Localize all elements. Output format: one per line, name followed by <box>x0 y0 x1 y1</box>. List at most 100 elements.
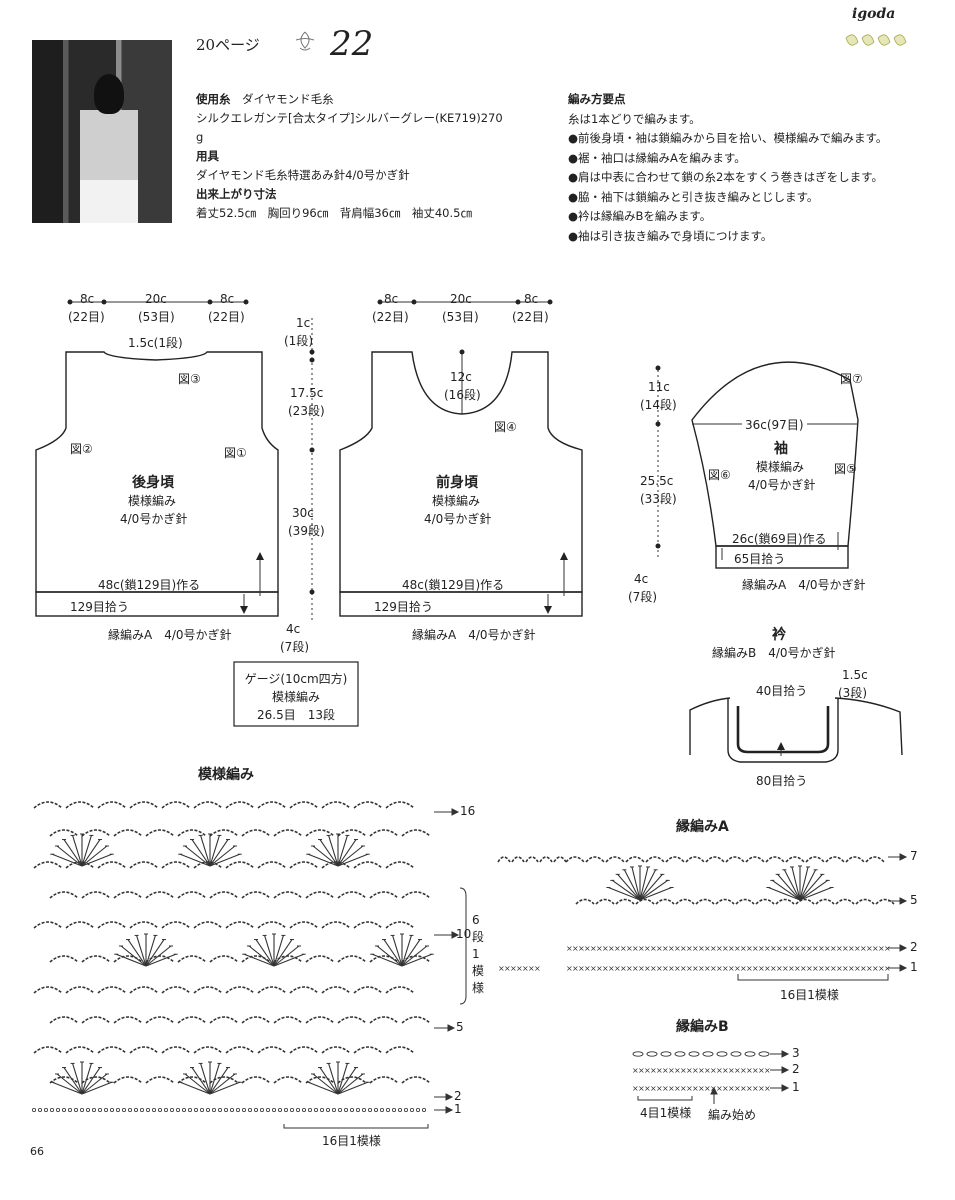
svg-text:×: × <box>788 964 795 973</box>
svg-text:×: × <box>716 1084 723 1093</box>
front-width-right: 8c <box>524 292 539 306</box>
svg-text:×: × <box>686 1066 693 1075</box>
svg-text:×: × <box>656 1084 663 1093</box>
svg-text:×: × <box>842 964 849 973</box>
svg-text:×: × <box>812 964 819 973</box>
sleeve-length-rows: (33段) <box>640 492 677 506</box>
front-neck-depth: 12c <box>450 370 472 384</box>
edging-a-row-label: 2 <box>910 940 918 954</box>
sleeve-pickup-label: 65目拾う <box>734 552 786 566</box>
sleeve-cuff-rows: (7段) <box>628 590 657 604</box>
instructions-heading: 編み方要点 <box>568 92 626 106</box>
sleeve-top-width: 36c(97目) <box>742 416 807 433</box>
svg-text:×: × <box>716 964 723 973</box>
svg-text:×: × <box>614 944 621 953</box>
svg-text:×: × <box>722 944 729 953</box>
front-chain-label: 48c(鎖129目)作る <box>402 578 505 592</box>
svg-text:×: × <box>584 944 591 953</box>
svg-text:×: × <box>632 964 639 973</box>
svg-text:×: × <box>686 944 693 953</box>
height-1-rows: (1段) <box>284 334 313 348</box>
svg-text:×: × <box>860 964 867 973</box>
svg-text:×: × <box>566 964 573 973</box>
svg-text:×: × <box>638 944 645 953</box>
instruction-line: ●袖は引き抜き編みで身頃につけます。 <box>568 228 773 243</box>
svg-text:×: × <box>740 964 747 973</box>
page-reference: 20ページ <box>196 36 260 54</box>
svg-text:×: × <box>800 944 807 953</box>
svg-text:×: × <box>620 944 627 953</box>
tools-heading: 用具 <box>196 149 219 163</box>
svg-text:×: × <box>578 944 585 953</box>
instruction-line: ●前後身頃・袖は鎖編みから目を拾い、模様編みで編みます。 <box>568 131 888 145</box>
svg-text:×: × <box>836 944 843 953</box>
edging-a-row-label: 7 <box>910 849 918 863</box>
sleeve-cap-height: 11c <box>648 380 670 394</box>
svg-text:×: × <box>680 964 687 973</box>
back-fig3-label: 図③ <box>178 372 201 386</box>
yarn-detail: シルクエレガンテ[合太タイプ]シルバーグレー(KE719)270 <box>196 111 503 125</box>
instructions-block: 編み方要点 糸は1本どりで編みます。 ●前後身頃・袖は鎖編みから目を拾い、模様編… <box>568 90 928 246</box>
svg-text:×: × <box>644 1084 651 1093</box>
svg-text:×: × <box>716 944 723 953</box>
svg-text:×: × <box>746 964 753 973</box>
svg-text:×: × <box>668 944 675 953</box>
main-chart-stitch-repeat: 16目1模様 <box>322 1134 381 1148</box>
sleeve-fig5-label: 図⑤ <box>834 462 857 476</box>
height-2: 17.5c <box>290 386 324 400</box>
collar-bottom-pickup: 80目拾う <box>756 774 808 788</box>
svg-text:×: × <box>510 964 517 973</box>
main-chart-row-label: 1 <box>454 1102 462 1116</box>
svg-text:×: × <box>686 1084 693 1093</box>
height-3: 30c <box>292 506 314 520</box>
yarn-unit: g <box>196 130 204 144</box>
svg-text:×: × <box>722 964 729 973</box>
collar-inner <box>736 706 830 754</box>
sleeve-edging-label: 縁編みA 4/0号かぎ針 <box>742 578 866 592</box>
butterfly-ornament-icon <box>845 34 907 46</box>
collar-edging-label: 縁編みB 4/0号かぎ針 <box>712 646 836 660</box>
svg-text:×: × <box>758 944 765 953</box>
back-neck-depth: 1.5c(1段) <box>128 336 183 350</box>
svg-text:×: × <box>632 944 639 953</box>
svg-text:×: × <box>794 964 801 973</box>
tools-detail: ダイヤモンド毛糸特選あみ針4/0号かぎ針 <box>196 168 410 182</box>
svg-text:×: × <box>698 964 705 973</box>
svg-text:×: × <box>638 1066 645 1075</box>
svg-text:×: × <box>656 964 663 973</box>
svg-text:×: × <box>794 944 801 953</box>
svg-text:×: × <box>722 1084 729 1093</box>
instruction-line: ●衿は縁編みBを編みます。 <box>568 209 712 223</box>
back-fig1-label: 図① <box>224 446 247 460</box>
svg-text:×: × <box>758 964 765 973</box>
svg-text:×: × <box>776 964 783 973</box>
svg-text:×: × <box>836 964 843 973</box>
svg-text:×: × <box>650 964 657 973</box>
svg-text:×: × <box>590 944 597 953</box>
svg-text:×: × <box>710 1066 717 1075</box>
pattern-number: 22 <box>330 24 374 64</box>
instruction-line: ●脇・袖下は鎖編みと引き抜き編みとじします。 <box>568 189 819 204</box>
svg-text:×: × <box>686 964 693 973</box>
size-detail: 着丈52.5㎝ 胸回り96㎝ 背肩幅36㎝ 袖丈40.5㎝ <box>196 206 472 220</box>
svg-text:×: × <box>620 964 627 973</box>
svg-text:×: × <box>614 964 621 973</box>
svg-text:×: × <box>662 1084 669 1093</box>
svg-text:×: × <box>656 944 663 953</box>
svg-text:×: × <box>818 964 825 973</box>
back-width-mid-stitches: (53目) <box>138 310 175 324</box>
front-width-left-stitches: (22目) <box>372 310 409 324</box>
svg-text:×: × <box>800 964 807 973</box>
back-chain-label: 48c(鎖129目)作る <box>98 578 201 592</box>
svg-text:×: × <box>716 1066 723 1075</box>
svg-text:×: × <box>602 964 609 973</box>
svg-text:×: × <box>534 964 541 973</box>
svg-text:×: × <box>674 1066 681 1075</box>
svg-text:×: × <box>752 964 759 973</box>
svg-text:×: × <box>602 944 609 953</box>
svg-text:×: × <box>722 1066 729 1075</box>
gauge-line1: ゲージ(10cm四方) <box>244 672 348 686</box>
svg-text:×: × <box>824 964 831 973</box>
svg-text:×: × <box>656 1066 663 1075</box>
front-stitch: 模様編み <box>432 494 481 508</box>
